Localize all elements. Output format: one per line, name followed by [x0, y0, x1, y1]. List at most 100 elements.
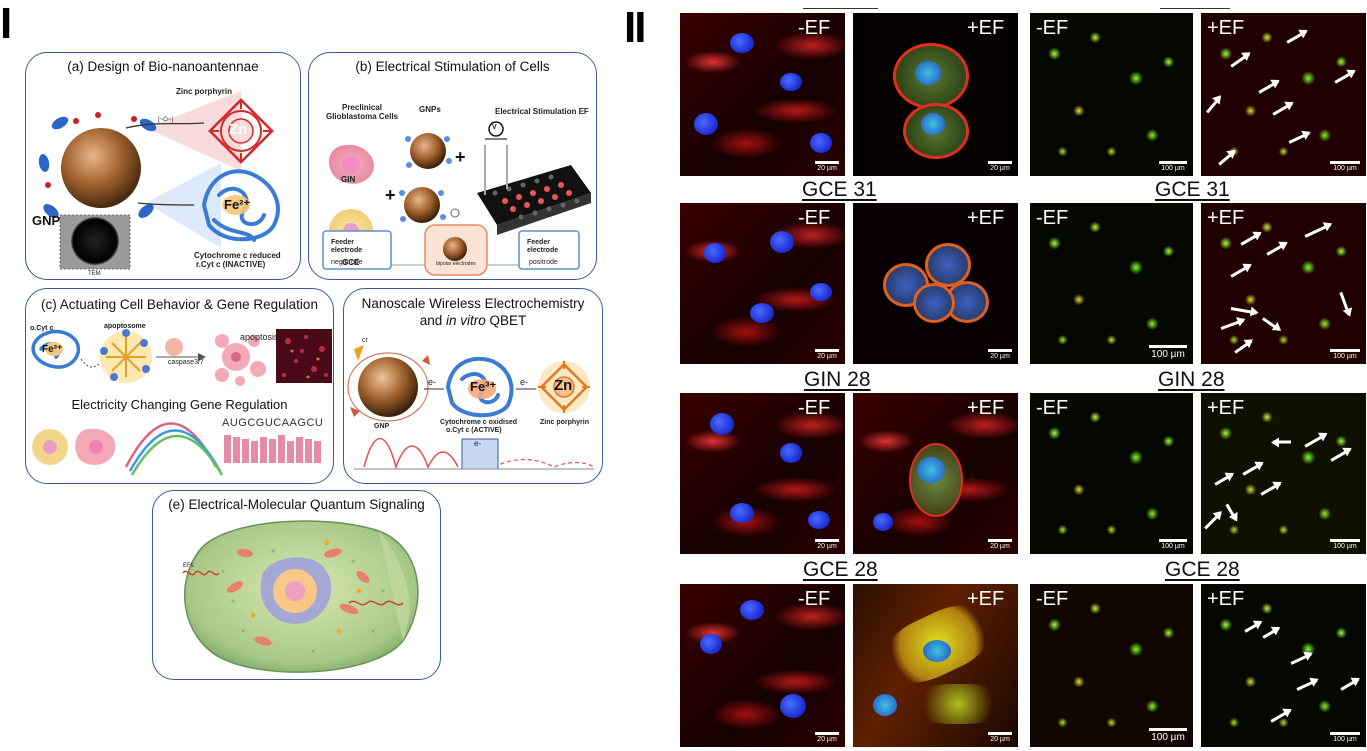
- arrow-indicator: [1286, 30, 1307, 44]
- label-gin: GIN: [341, 175, 356, 184]
- tag-plus-ef: +EF: [967, 397, 1005, 419]
- scale-bar: 100 µm: [1149, 728, 1187, 743]
- panel-a-title: (a) Design of Bio-nanoantennae: [67, 59, 259, 74]
- label-zn-a: Zn: [229, 121, 248, 138]
- arrow-indicator: [1225, 503, 1238, 521]
- tag-minus-ef: -EF: [798, 397, 831, 419]
- tag-minus-ef: -EF: [798, 17, 831, 39]
- svg-text:[~O~]: [~O~]: [158, 117, 173, 123]
- panel-b-illustration: + +: [322, 121, 591, 276]
- arrow-indicator: [1270, 709, 1291, 723]
- label-cyt-oxidised-line1: Cytochrome c oxidised: [440, 419, 518, 426]
- panel-c-illustration: [31, 329, 332, 476]
- label-cyt-reduced-line2: r.Cyt c (INACTIVE): [196, 260, 266, 269]
- row-label-right-gce28: GCE 28: [1165, 558, 1240, 581]
- label-e1: e-: [428, 377, 437, 387]
- tag-minus-ef: -EF: [798, 588, 831, 610]
- label-cr: cr: [362, 337, 368, 344]
- panel-e-illustration: [182, 520, 419, 673]
- arrow-indicator: [1266, 242, 1287, 256]
- label-gce: GCE: [342, 258, 360, 267]
- arrow-indicator: [1290, 652, 1312, 665]
- scale-bar: 100 µm: [1330, 539, 1360, 550]
- label-fe3-c: Fe³⁺: [42, 344, 63, 355]
- label-voltmeter: V: [492, 124, 497, 131]
- micrograph-gce31-minus-ef-cytoskeleton: -EF 20 µm: [680, 13, 845, 176]
- arrow-indicator: [1240, 232, 1261, 246]
- micrograph-gce31b-minus-ef-mito: -EF 100 µm: [1030, 203, 1193, 364]
- row-label-right-gce31: GCE 31: [1155, 178, 1230, 201]
- arrow-indicator: [1230, 307, 1257, 314]
- micrograph-gce31b-plus-ef-mito: +EF 100 µm: [1201, 203, 1366, 364]
- tag-plus-ef: +EF: [1207, 397, 1245, 419]
- svg-text:+: +: [455, 147, 466, 167]
- label-electrical-stimulation-ef: Electrical Stimulation EF: [495, 107, 589, 116]
- section-label-II: II: [624, 3, 646, 52]
- micrograph-gce28-minus-ef-cytoskeleton: -EF 20 µm: [680, 584, 845, 747]
- arrow-indicator: [1244, 621, 1262, 633]
- panel-d-title-line2-post: QBET: [485, 313, 527, 328]
- top-crop-line-left: [803, 8, 878, 9]
- label-fe2-a: Fe²⁺: [224, 197, 251, 212]
- micrograph-gce28-plus-ef-cytoskeleton: +EF 20 µm: [853, 584, 1018, 747]
- arrow-indicator: [1220, 318, 1244, 330]
- micrograph-gce31-plus-ef-mito: +EF 100 µm: [1201, 13, 1366, 176]
- label-caspase: caspase3/7: [168, 359, 204, 366]
- scale-bar: 20 µm: [988, 161, 1012, 172]
- label-gnp-a: GNP: [32, 213, 61, 228]
- top-crop-line-right: [1160, 8, 1230, 9]
- label-feeder-electrode-2: Feeder electrode: [527, 239, 559, 254]
- micrograph-gin28-minus-ef-mito: -EF 100 µm: [1030, 393, 1193, 554]
- panel-a-design-bio-nanoantennae: (a) Design of Bio-nanoantennae: [25, 52, 301, 280]
- panel-e-quantum-signaling: (e) Electrical-Molecular Quantum Signali…: [152, 490, 441, 680]
- section-label-I: I: [0, 0, 13, 48]
- label-gene-regulation: Electricity Changing Gene Regulation: [71, 397, 288, 412]
- arrow-indicator: [1330, 448, 1351, 462]
- label-apoptosome: apoptosome: [104, 323, 146, 330]
- arrow-indicator: [1288, 131, 1310, 144]
- arrow-indicator: [1258, 80, 1279, 94]
- arrow-indicator: [1334, 70, 1355, 84]
- micrograph-gce28-minus-ef-mito: -EF 100 µm: [1030, 584, 1193, 747]
- scale-bar: 20 µm: [815, 349, 839, 360]
- tag-minus-ef: -EF: [1036, 207, 1069, 229]
- panel-e-title: (e) Electrical-Molecular Quantum Signali…: [168, 497, 425, 512]
- label-zinc-porphyrin-d: Zinc porphyrin: [540, 419, 589, 426]
- panel-d-title-line1: Nanoscale Wireless Electrochemistry: [361, 296, 585, 311]
- arrow-indicator: [1204, 511, 1222, 530]
- tag-plus-ef: +EF: [967, 17, 1005, 39]
- label-feeder-electrode-1: Feeder electrode: [331, 239, 363, 254]
- tag-plus-ef: +EF: [1207, 207, 1245, 229]
- panel-d-illustration: [347, 345, 595, 470]
- arrow-indicator: [1304, 433, 1327, 448]
- arrow-indicator: [1273, 441, 1291, 444]
- arrow-indicator: [1262, 317, 1281, 331]
- row-label-left-gin28: GIN 28: [804, 368, 871, 391]
- label-cyt-oxidised-line2: o.Cyt c (ACTIVE): [446, 427, 502, 434]
- scale-bar: 20 µm: [815, 732, 839, 743]
- tag-plus-ef: +EF: [967, 588, 1005, 610]
- tag-minus-ef: -EF: [1036, 397, 1069, 419]
- arrow-indicator: [1272, 102, 1293, 116]
- panel-c-actuating-cell-behavior: (c) Actuating Cell Behavior & Gene Regul…: [25, 288, 334, 484]
- label-cyt-reduced-line1: Cytochrome c reduced: [194, 251, 281, 260]
- label-fe3-d: Fe³⁺: [470, 379, 497, 394]
- row-label-right-gin28: GIN 28: [1158, 368, 1225, 391]
- scale-bar: 100 µm: [1330, 732, 1360, 743]
- svg-text:+: +: [385, 185, 396, 205]
- micrograph-gce28-plus-ef-mito: +EF 100 µm: [1201, 584, 1366, 747]
- scale-bar: 20 µm: [988, 349, 1012, 360]
- arrow-indicator: [1304, 223, 1331, 238]
- label-tem: TEM: [88, 271, 101, 277]
- micrograph-gin28-minus-ef-cytoskeleton: -EF 20 µm: [680, 393, 845, 554]
- arrow-indicator: [1230, 264, 1251, 278]
- panel-d-nanoscale-electrochemistry: Nanoscale Wireless Electrochemistry and …: [343, 288, 603, 484]
- arrow-indicator: [1218, 150, 1236, 166]
- micrograph-gin28-plus-ef-cytoskeleton: +EF 20 µm: [853, 393, 1018, 554]
- label-preclinical-line2: Glioblastoma Cells: [325, 112, 399, 121]
- tag-minus-ef: -EF: [1036, 17, 1069, 39]
- scale-bar: 100 µm: [1159, 539, 1187, 550]
- arrow-indicator: [1260, 482, 1281, 496]
- arrow-indicator: [1206, 96, 1221, 114]
- panel-b-electrical-stimulation: (b) Electrical Stimulation of Cells + +: [308, 52, 597, 280]
